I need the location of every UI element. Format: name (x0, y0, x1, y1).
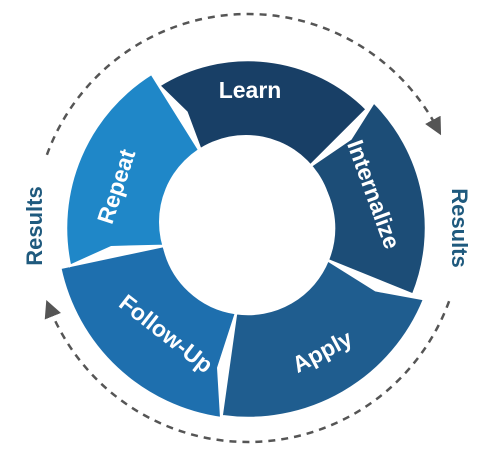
results-ring-top-arc (45, 12, 442, 156)
segment-label-learn: Learn (219, 77, 282, 103)
center-hole (159, 135, 333, 309)
results-label-right: Results (447, 188, 472, 267)
segment-follow-up (58, 244, 238, 420)
segment-apply (220, 258, 426, 420)
results-label-left: Results (22, 186, 47, 265)
cycle-segments (58, 58, 428, 420)
